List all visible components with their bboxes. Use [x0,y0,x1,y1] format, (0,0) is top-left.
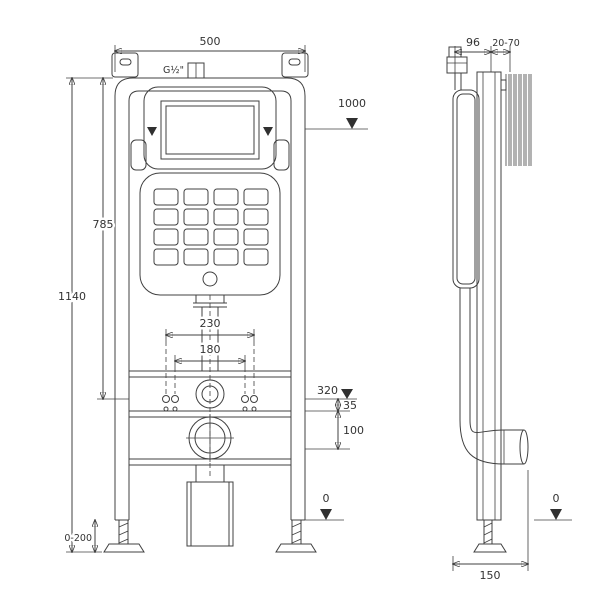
dim-180-label: 180 [200,343,221,356]
level-0-front-triangle-icon [320,509,332,520]
dim-150-label: 150 [480,569,501,582]
bracket-left [130,139,147,171]
foot-left [103,519,145,553]
dim-150: 150 [453,470,528,582]
level-0-front: 0 [305,492,344,521]
dim-35-label: 35 [343,399,357,412]
dim-96: 96 [455,36,491,88]
dim-785: 785 [90,78,129,399]
flush-elbow [162,379,258,412]
dim-96-label: 96 [466,36,480,49]
cistern-drain-hole [202,271,218,287]
side-foot [473,519,507,553]
level-mark-left [147,127,157,136]
level-mark-right [263,127,273,136]
dim-1140-label: 1140 [58,290,86,303]
mounting-tab-left [111,52,139,78]
dim-feet-range-label: 0-200 [64,533,92,544]
dim-35: 35 [305,399,357,412]
level-0-side-triangle-icon [550,509,562,520]
side-flush-pipe [459,288,471,420]
dim-100-label: 100 [343,424,364,437]
level-0-front-label: 0 [323,492,330,505]
water-inlet-valve [446,46,468,90]
wall-section [505,74,532,166]
inlet-label: G½" [163,65,184,76]
cistern [139,172,281,296]
dim-785-label: 785 [93,218,114,231]
level-1000: 1000 [305,97,368,130]
bracket-right [273,139,290,171]
level-320-label: 320 [317,384,338,397]
level-0-side: 0 [534,492,572,521]
dim-230: 230 [166,315,254,394]
dim-1140: 1140 [56,78,113,552]
foot-right [275,519,317,553]
dim-230-label: 230 [200,317,221,330]
dim-width-500-label: 500 [200,35,221,48]
side-view: 96 20-70 [446,36,572,582]
side-elbow [459,419,529,465]
inlet-fitting: G½" [163,62,205,79]
wall-anchor [500,79,507,91]
drain-box [186,465,234,547]
outlet-pipe [186,414,234,462]
dim-width-500: 500 [115,35,305,72]
flush-plate-panel [143,86,277,170]
dim-feet-range: 0-200 [62,520,95,552]
mounting-tab-right [281,52,309,78]
side-cistern [452,89,480,289]
front-view: 500 G½" [56,35,368,553]
dim-20-70: 20-70 [491,38,520,72]
dim-20-70-label: 20-70 [492,38,520,49]
level-1000-label: 1000 [338,97,366,110]
level-320: 320 [305,384,357,400]
cistern-grid [153,188,269,266]
level-0-side-label: 0 [553,492,560,505]
level-320-triangle-icon [341,389,353,399]
dim-100: 100 [305,411,364,449]
side-rail [476,71,507,521]
level-1000-triangle-icon [346,118,358,129]
